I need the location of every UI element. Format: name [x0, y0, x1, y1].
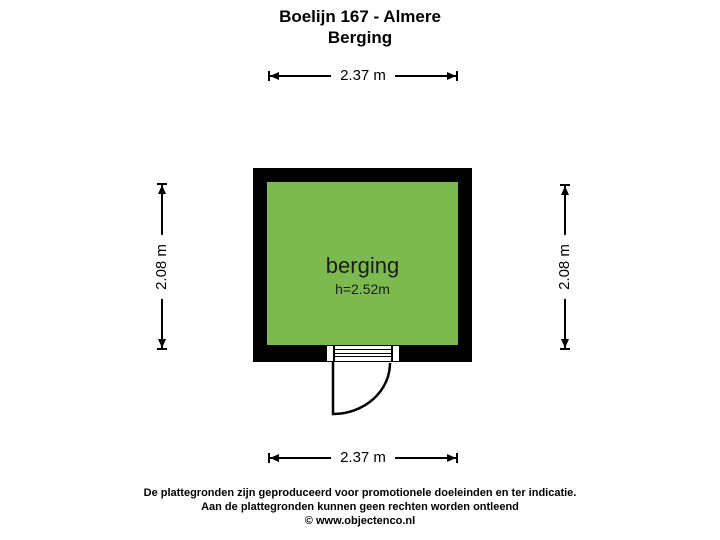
- dimension-end-tick: [456, 453, 458, 463]
- room-floor: berging h=2.52m: [267, 182, 458, 345]
- arrowhead-right-icon: [447, 454, 456, 462]
- dimension-end-tick: [268, 71, 270, 81]
- arrowhead-right-icon: [447, 72, 456, 80]
- arrowhead-up-icon: [561, 186, 569, 195]
- door-threshold: [326, 345, 400, 362]
- disclaimer-line-2: Aan de plattegronden kunnen geen rechten…: [201, 501, 519, 513]
- dimension-end-tick: [268, 453, 270, 463]
- dimension-end-tick: [456, 71, 458, 81]
- room-name-label: berging: [325, 253, 400, 278]
- threshold-line: [335, 349, 391, 350]
- disclaimer-line-1: De plattegronden zijn geproduceerd voor …: [143, 487, 577, 499]
- dimension-right: 2.08 m: [553, 184, 577, 350]
- dimension-end-tick: [157, 348, 167, 350]
- arrowhead-down-icon: [561, 339, 569, 348]
- arrowhead-up-icon: [158, 185, 166, 194]
- dimension-end-tick: [560, 184, 570, 186]
- dimension-bottom: 2.37 m: [268, 446, 458, 470]
- threshold-line: [335, 356, 391, 357]
- dimension-end-tick: [560, 348, 570, 350]
- arrowhead-down-icon: [158, 339, 166, 348]
- dimension-left: 2.08 m: [150, 183, 174, 350]
- threshold-line: [335, 352, 391, 354]
- page-title: Boelijn 167 - Almere Berging: [0, 6, 720, 48]
- dimension-label: 2.08 m: [151, 234, 173, 299]
- room-berging: berging h=2.52m: [253, 168, 472, 362]
- copyright-line: © www.objectenco.nl: [304, 515, 416, 527]
- title-address: Boelijn 167 - Almere: [279, 7, 441, 26]
- arrowhead-left-icon: [270, 454, 279, 462]
- dimension-label: 2.08 m: [554, 235, 576, 299]
- dimension-label: 2.37 m: [331, 447, 395, 469]
- dimension-end-tick: [157, 183, 167, 185]
- arrowhead-left-icon: [270, 72, 279, 80]
- door-jamb: [333, 346, 335, 361]
- room-label: berging h=2.52m: [267, 254, 458, 298]
- door-jamb: [391, 346, 393, 361]
- room-height-label: h=2.52m: [335, 281, 390, 297]
- footer: De plattegronden zijn geproduceerd voor …: [0, 486, 720, 528]
- dimension-top: 2.37 m: [268, 64, 458, 88]
- dimension-label: 2.37 m: [331, 65, 395, 87]
- title-room-type: Berging: [327, 28, 393, 47]
